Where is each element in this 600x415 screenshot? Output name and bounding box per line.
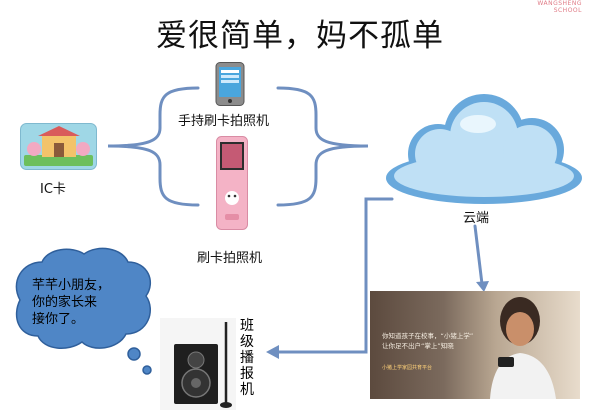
ic-card-graphic xyxy=(20,123,97,170)
cloud-to-broadcaster-line xyxy=(274,197,394,354)
cloud-label: 云端 xyxy=(463,211,490,226)
swipe-camera-label: 刷卡拍照机 xyxy=(197,251,263,266)
broadcaster-char-4: 报 xyxy=(240,366,254,382)
left-brace xyxy=(107,86,200,207)
speaker-graphic xyxy=(160,318,236,410)
bubble-text: 芊芊小朋友， 你的家长来 接你了。 xyxy=(32,277,110,328)
ic-card-label: IC卡 xyxy=(40,182,66,197)
broadcaster-char-5: 机 xyxy=(240,382,254,398)
broadcaster-char-1: 班 xyxy=(240,318,254,334)
page-title: 爱很简单，妈不孤单 xyxy=(156,18,444,54)
broadcaster-char-2: 级 xyxy=(240,334,254,350)
photo-caption: 你知道孩子在校事，“小猪上学” 让你足不出户“掌上”知晓 xyxy=(382,331,490,351)
right-brace xyxy=(276,86,369,207)
photo-caption-line-1: 你知道孩子在校事，“小猪上学” xyxy=(382,332,474,340)
parent-phone-photo: 你知道孩子在校事，“小猪上学” 让你足不出户“掌上”知晓 小猪上学家园共育平台 xyxy=(370,291,580,399)
bubble-line-1: 芊芊小朋友， xyxy=(32,278,111,293)
cloud-graphic xyxy=(380,92,588,206)
handheld-label: 手持刷卡拍照机 xyxy=(178,114,270,129)
photo-arrowhead xyxy=(476,281,489,292)
corner-logo: WANGSHENG SCHOOL xyxy=(537,0,582,14)
bubble-line-3: 接你了。 xyxy=(32,312,85,327)
speech-bubble xyxy=(10,242,160,380)
cloud-to-photo-line xyxy=(473,224,484,286)
bubble-line-2: 你的家长来 xyxy=(32,295,98,310)
photo-caption-line-2: 让你足不出户“掌上”知晓 xyxy=(382,342,454,350)
swipe-camera-graphic xyxy=(216,136,248,230)
handheld-device-graphic xyxy=(205,62,257,106)
broadcaster-arrowhead xyxy=(266,345,279,359)
photo-subtitle: 小猪上学家园共育平台 xyxy=(382,365,433,371)
broadcaster-char-3: 播 xyxy=(240,350,254,366)
broadcaster-label: 班 级 播 报 机 xyxy=(238,318,256,398)
